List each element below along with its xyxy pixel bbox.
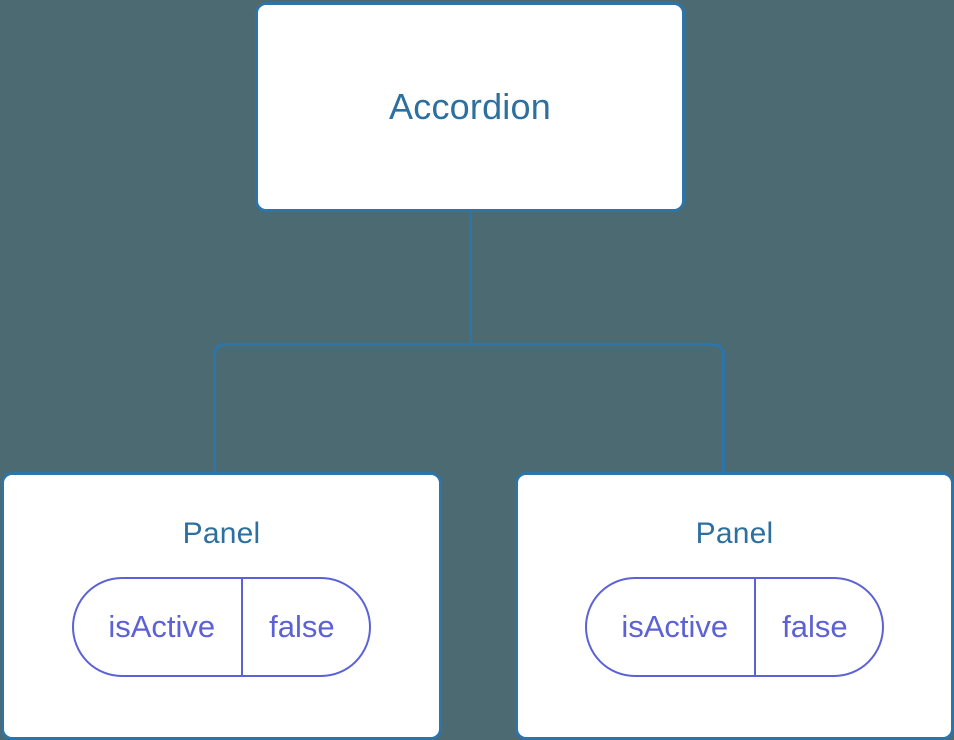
node-title-panel-1: Panel bbox=[695, 517, 774, 550]
state-key-panel-1: isActive bbox=[621, 609, 729, 644]
state-pill-panel-0[interactable]: isActive false bbox=[72, 577, 371, 677]
node-accordion[interactable]: Accordion bbox=[255, 2, 685, 212]
state-pill-panel-1[interactable]: isActive false bbox=[585, 577, 884, 677]
node-title-panel-0: Panel bbox=[182, 517, 261, 550]
state-key-panel-0: isActive bbox=[108, 609, 216, 644]
state-value-panel-1: false bbox=[754, 579, 881, 675]
node-title-accordion: Accordion bbox=[389, 86, 551, 127]
connector-to-panel-0 bbox=[213, 343, 471, 476]
node-panel-1[interactable]: Panel isActive false bbox=[515, 472, 954, 740]
node-panel-0[interactable]: Panel isActive false bbox=[1, 472, 442, 740]
connector-to-panel-1 bbox=[470, 343, 725, 476]
state-value-panel-0: false bbox=[241, 579, 368, 675]
